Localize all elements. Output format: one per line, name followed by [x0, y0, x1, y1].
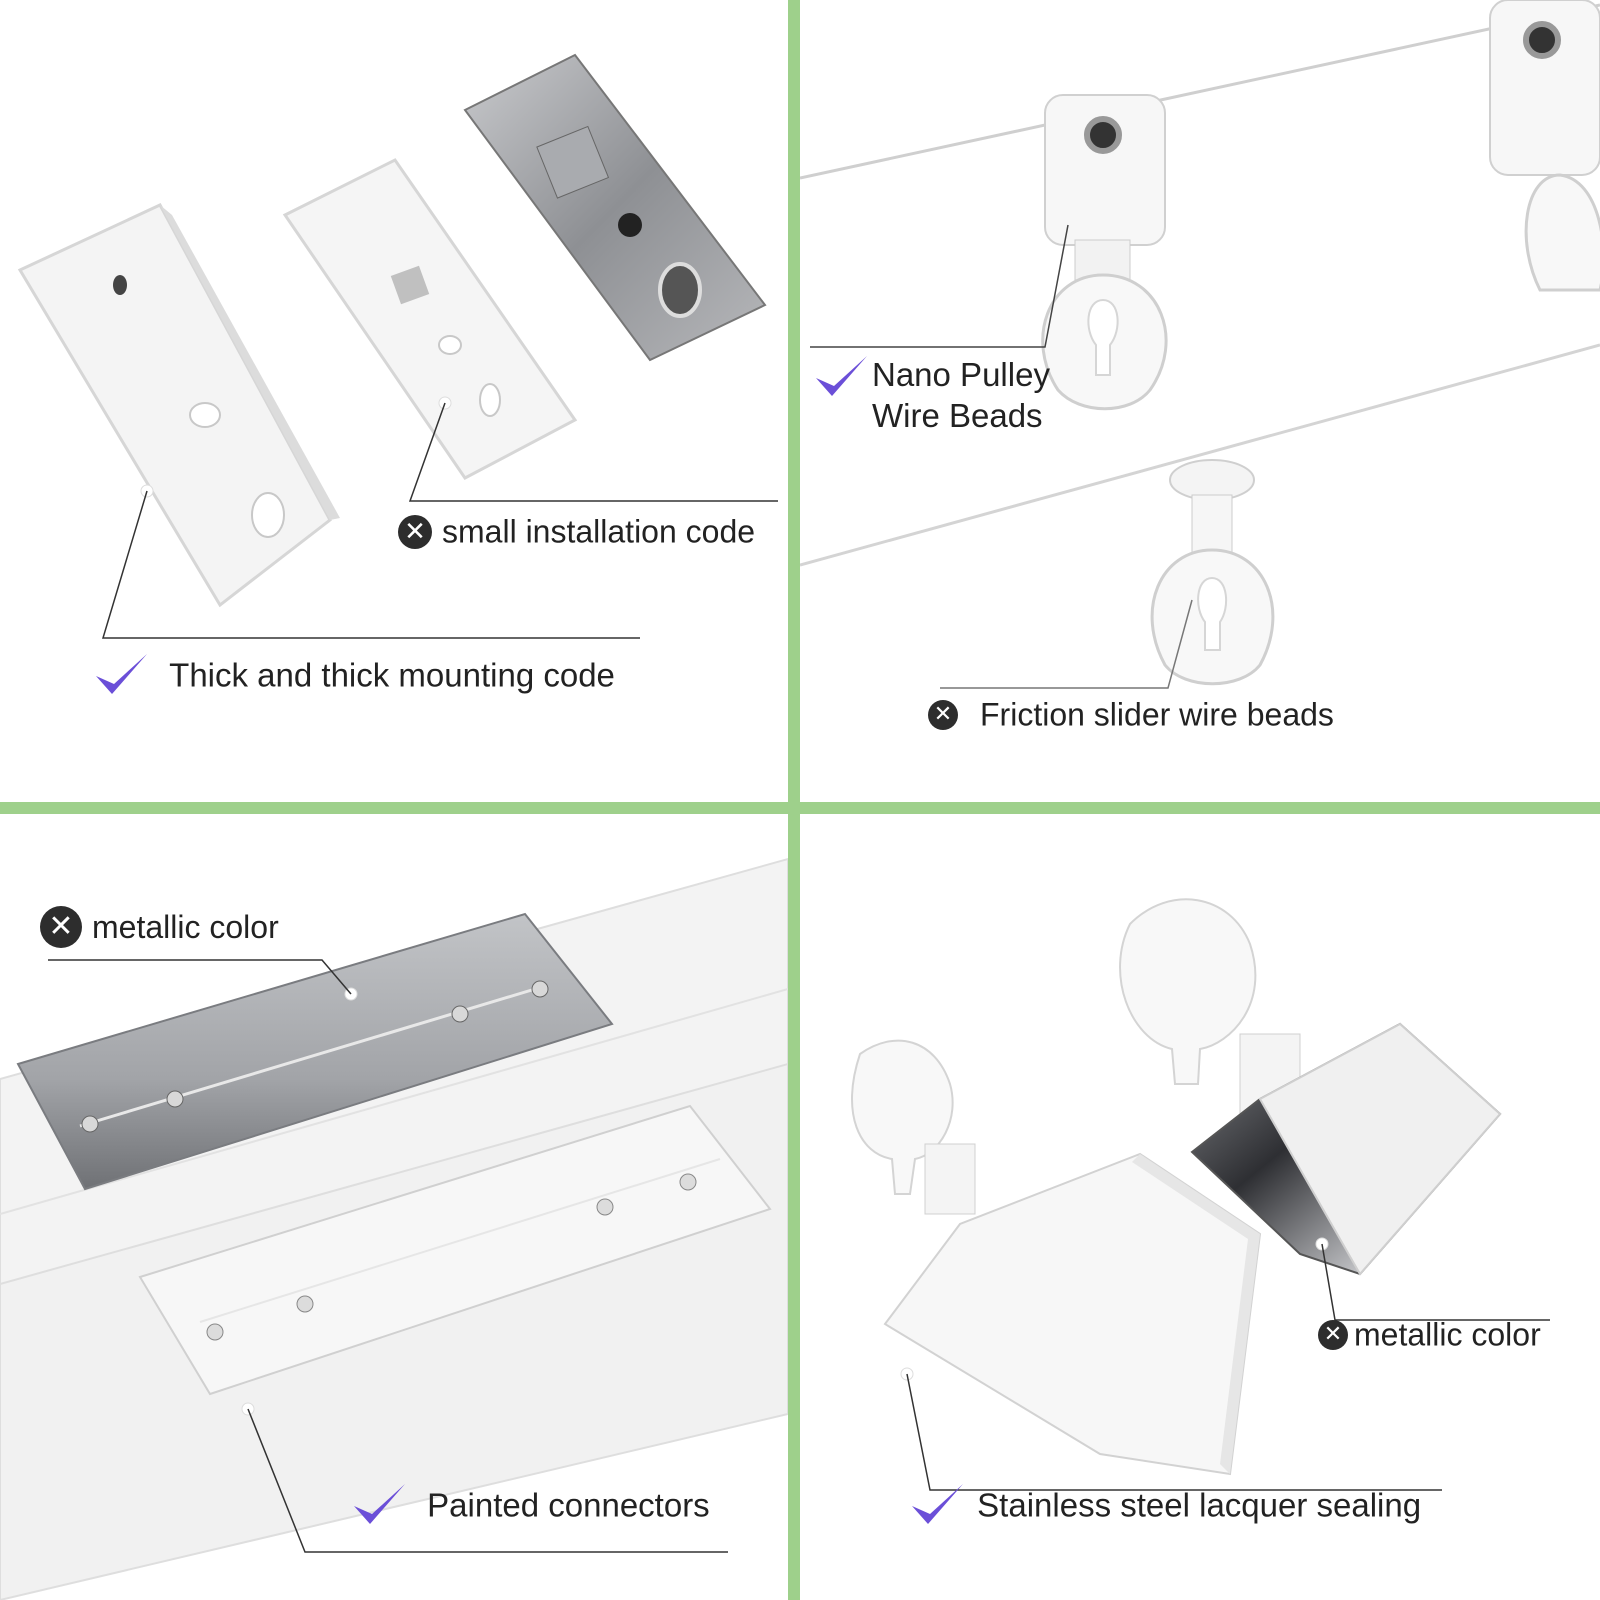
bad-label-installation: ✕ small installation code	[398, 513, 755, 549]
panel-connectors: ✕ metallic color Painted connectors	[0, 814, 788, 1600]
steel-clip	[463, 53, 767, 362]
check-icon	[912, 1484, 963, 1524]
good-label-line2: Wire Beads	[872, 397, 1043, 434]
lower-wire	[800, 343, 1600, 567]
good-label-lacquer: Stainless steel lacquer sealing	[908, 1480, 1421, 1530]
good-label-text: Thick and thick mounting code	[169, 656, 615, 694]
check-icon	[816, 356, 867, 396]
bad-callout-line	[940, 599, 1193, 689]
bad-label-metallic-cap: ✕metallic color	[1318, 1316, 1541, 1351]
good-callout-line	[101, 490, 640, 639]
x-circle-icon: ✕	[398, 514, 432, 549]
bad-label-metallic: ✕ metallic color	[40, 906, 279, 948]
bad-label-text: Friction slider wire beads	[980, 696, 1334, 733]
wire-beads-illustration	[800, 0, 1600, 689]
upper-wire	[800, 3, 1600, 180]
check-icon	[354, 1484, 405, 1524]
check-icon	[96, 654, 147, 694]
thick-mounting-bracket	[17, 203, 340, 608]
good-callout-line	[906, 1373, 1442, 1491]
x-circle-icon: ✕	[928, 699, 958, 730]
bad-callout-line	[48, 959, 352, 995]
bad-callout-line	[408, 402, 778, 502]
end-caps-illustration	[851, 898, 1550, 1491]
bad-label-text: metallic color	[92, 909, 279, 945]
metallic-end-cap	[1119, 898, 1502, 1276]
nano-pulley-bead-2	[1489, 0, 1600, 292]
nano-pulley-bead	[1041, 94, 1168, 411]
good-label-text: Painted connectors	[427, 1486, 710, 1524]
small-installation-bracket	[282, 158, 578, 480]
painted-connector	[138, 1104, 772, 1416]
horizontal-divider	[0, 802, 1600, 814]
mounting-codes-illustration	[17, 53, 778, 639]
connectors-illustration	[0, 857, 788, 1600]
x-circle-icon: ✕	[40, 906, 82, 948]
friction-slider-bead	[1150, 459, 1275, 686]
panel-mounting-codes: Thick and thick mounting code ✕ small ins…	[0, 0, 788, 802]
metallic-connector	[16, 912, 614, 1191]
bad-label-text: small installation code	[442, 513, 756, 550]
good-callout-line	[810, 224, 1069, 348]
good-callout-line	[247, 1408, 728, 1553]
good-label-line1: Nano Pulley	[872, 356, 1050, 393]
good-label-mounting: Thick and thick mounting code	[92, 650, 615, 700]
bad-label-text: metallic color	[1354, 1316, 1541, 1353]
vertical-divider	[788, 0, 800, 1600]
panel-end-caps: ✕metallic color Stainless steel lacquer …	[800, 814, 1600, 1600]
x-circle-icon: ✕	[1318, 1319, 1348, 1350]
good-label-text: Stainless steel lacquer sealing	[977, 1486, 1422, 1524]
good-label-painted: Painted connectors	[350, 1480, 710, 1530]
bad-label-friction: ✕ Friction slider wire beads	[928, 696, 1334, 731]
lacquer-sealed-end-cap	[851, 1039, 1262, 1476]
panel-wire-beads: Nano Pulley Wire Beads ✕ Friction slider …	[800, 0, 1600, 802]
